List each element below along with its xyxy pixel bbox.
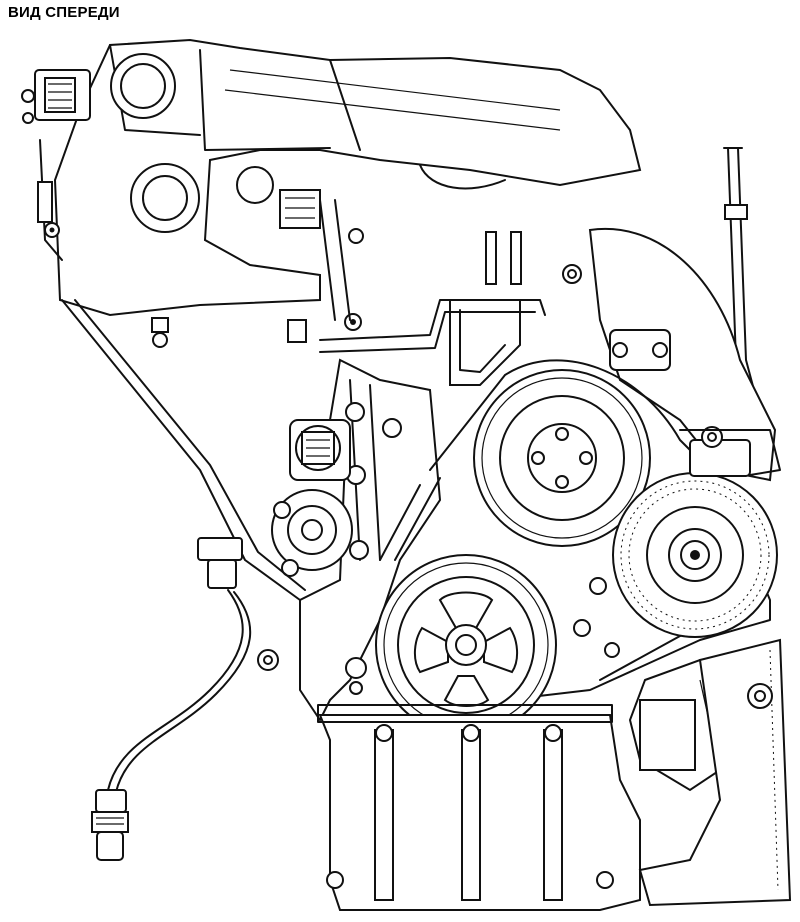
intake-port-upper [110, 53, 176, 119]
oxygen-sensor-harness [91, 537, 252, 861]
timing-cover-top [419, 164, 522, 386]
bolts [151, 317, 620, 671]
bracket-bar [319, 264, 582, 353]
throttle-linkage [21, 69, 91, 261]
intake-port-lower [130, 163, 200, 233]
water-pump-pulley [473, 369, 651, 547]
crankshaft-pulley [375, 554, 557, 736]
right-housing [588, 227, 777, 482]
support-rod [61, 299, 306, 601]
oil-pan [317, 704, 641, 911]
engine-block [299, 358, 442, 722]
intake-manifold [53, 38, 642, 317]
starter-motor [271, 419, 353, 577]
alternator [612, 426, 781, 638]
right-lower-bracket [638, 638, 792, 907]
view-caption: ВИД СПЕРЕДИ [8, 4, 120, 21]
injector-connector [236, 166, 364, 343]
